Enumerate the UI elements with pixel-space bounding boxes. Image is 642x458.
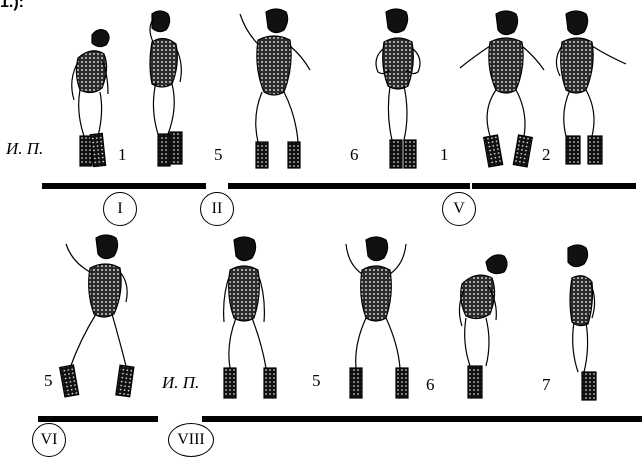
phase-circle: II: [200, 192, 234, 226]
step-label: 2: [542, 146, 551, 163]
phase-circle: V: [442, 192, 476, 226]
figure-r2-4: [459, 255, 507, 398]
figure-r2-3: [346, 237, 408, 398]
timeline-bar: [472, 183, 636, 189]
figure-r1-5: [460, 11, 544, 167]
step-label: 1: [118, 146, 127, 163]
initial-position-label-row2: И. П.: [162, 374, 199, 391]
figure-r1-4: [376, 9, 420, 168]
phase-circle: VI: [32, 423, 66, 457]
timeline-bar: [202, 416, 642, 422]
step-label: 7: [542, 376, 551, 393]
figure-r1-6: [556, 11, 626, 164]
phase-circle: I: [103, 192, 137, 226]
step-label: 5: [312, 372, 321, 389]
step-label: 1: [440, 146, 449, 163]
figure-r1-1: [72, 30, 109, 167]
step-label: 5: [44, 372, 53, 389]
figure-r2-5: [568, 245, 596, 400]
timeline-bar: [38, 416, 158, 422]
figure-r1-3: [240, 9, 310, 168]
figure-r1-2: [150, 11, 182, 166]
step-label: 6: [426, 376, 435, 393]
timeline-bar: [42, 183, 206, 189]
figure-r2-1: [60, 235, 134, 397]
step-label: 5: [214, 146, 223, 163]
timeline-bar: [228, 183, 470, 189]
initial-position-label-row1: И. П.: [6, 140, 43, 157]
step-label: 6: [350, 146, 359, 163]
phase-circle: VIII: [168, 423, 214, 457]
figure-r2-2: [224, 237, 276, 398]
